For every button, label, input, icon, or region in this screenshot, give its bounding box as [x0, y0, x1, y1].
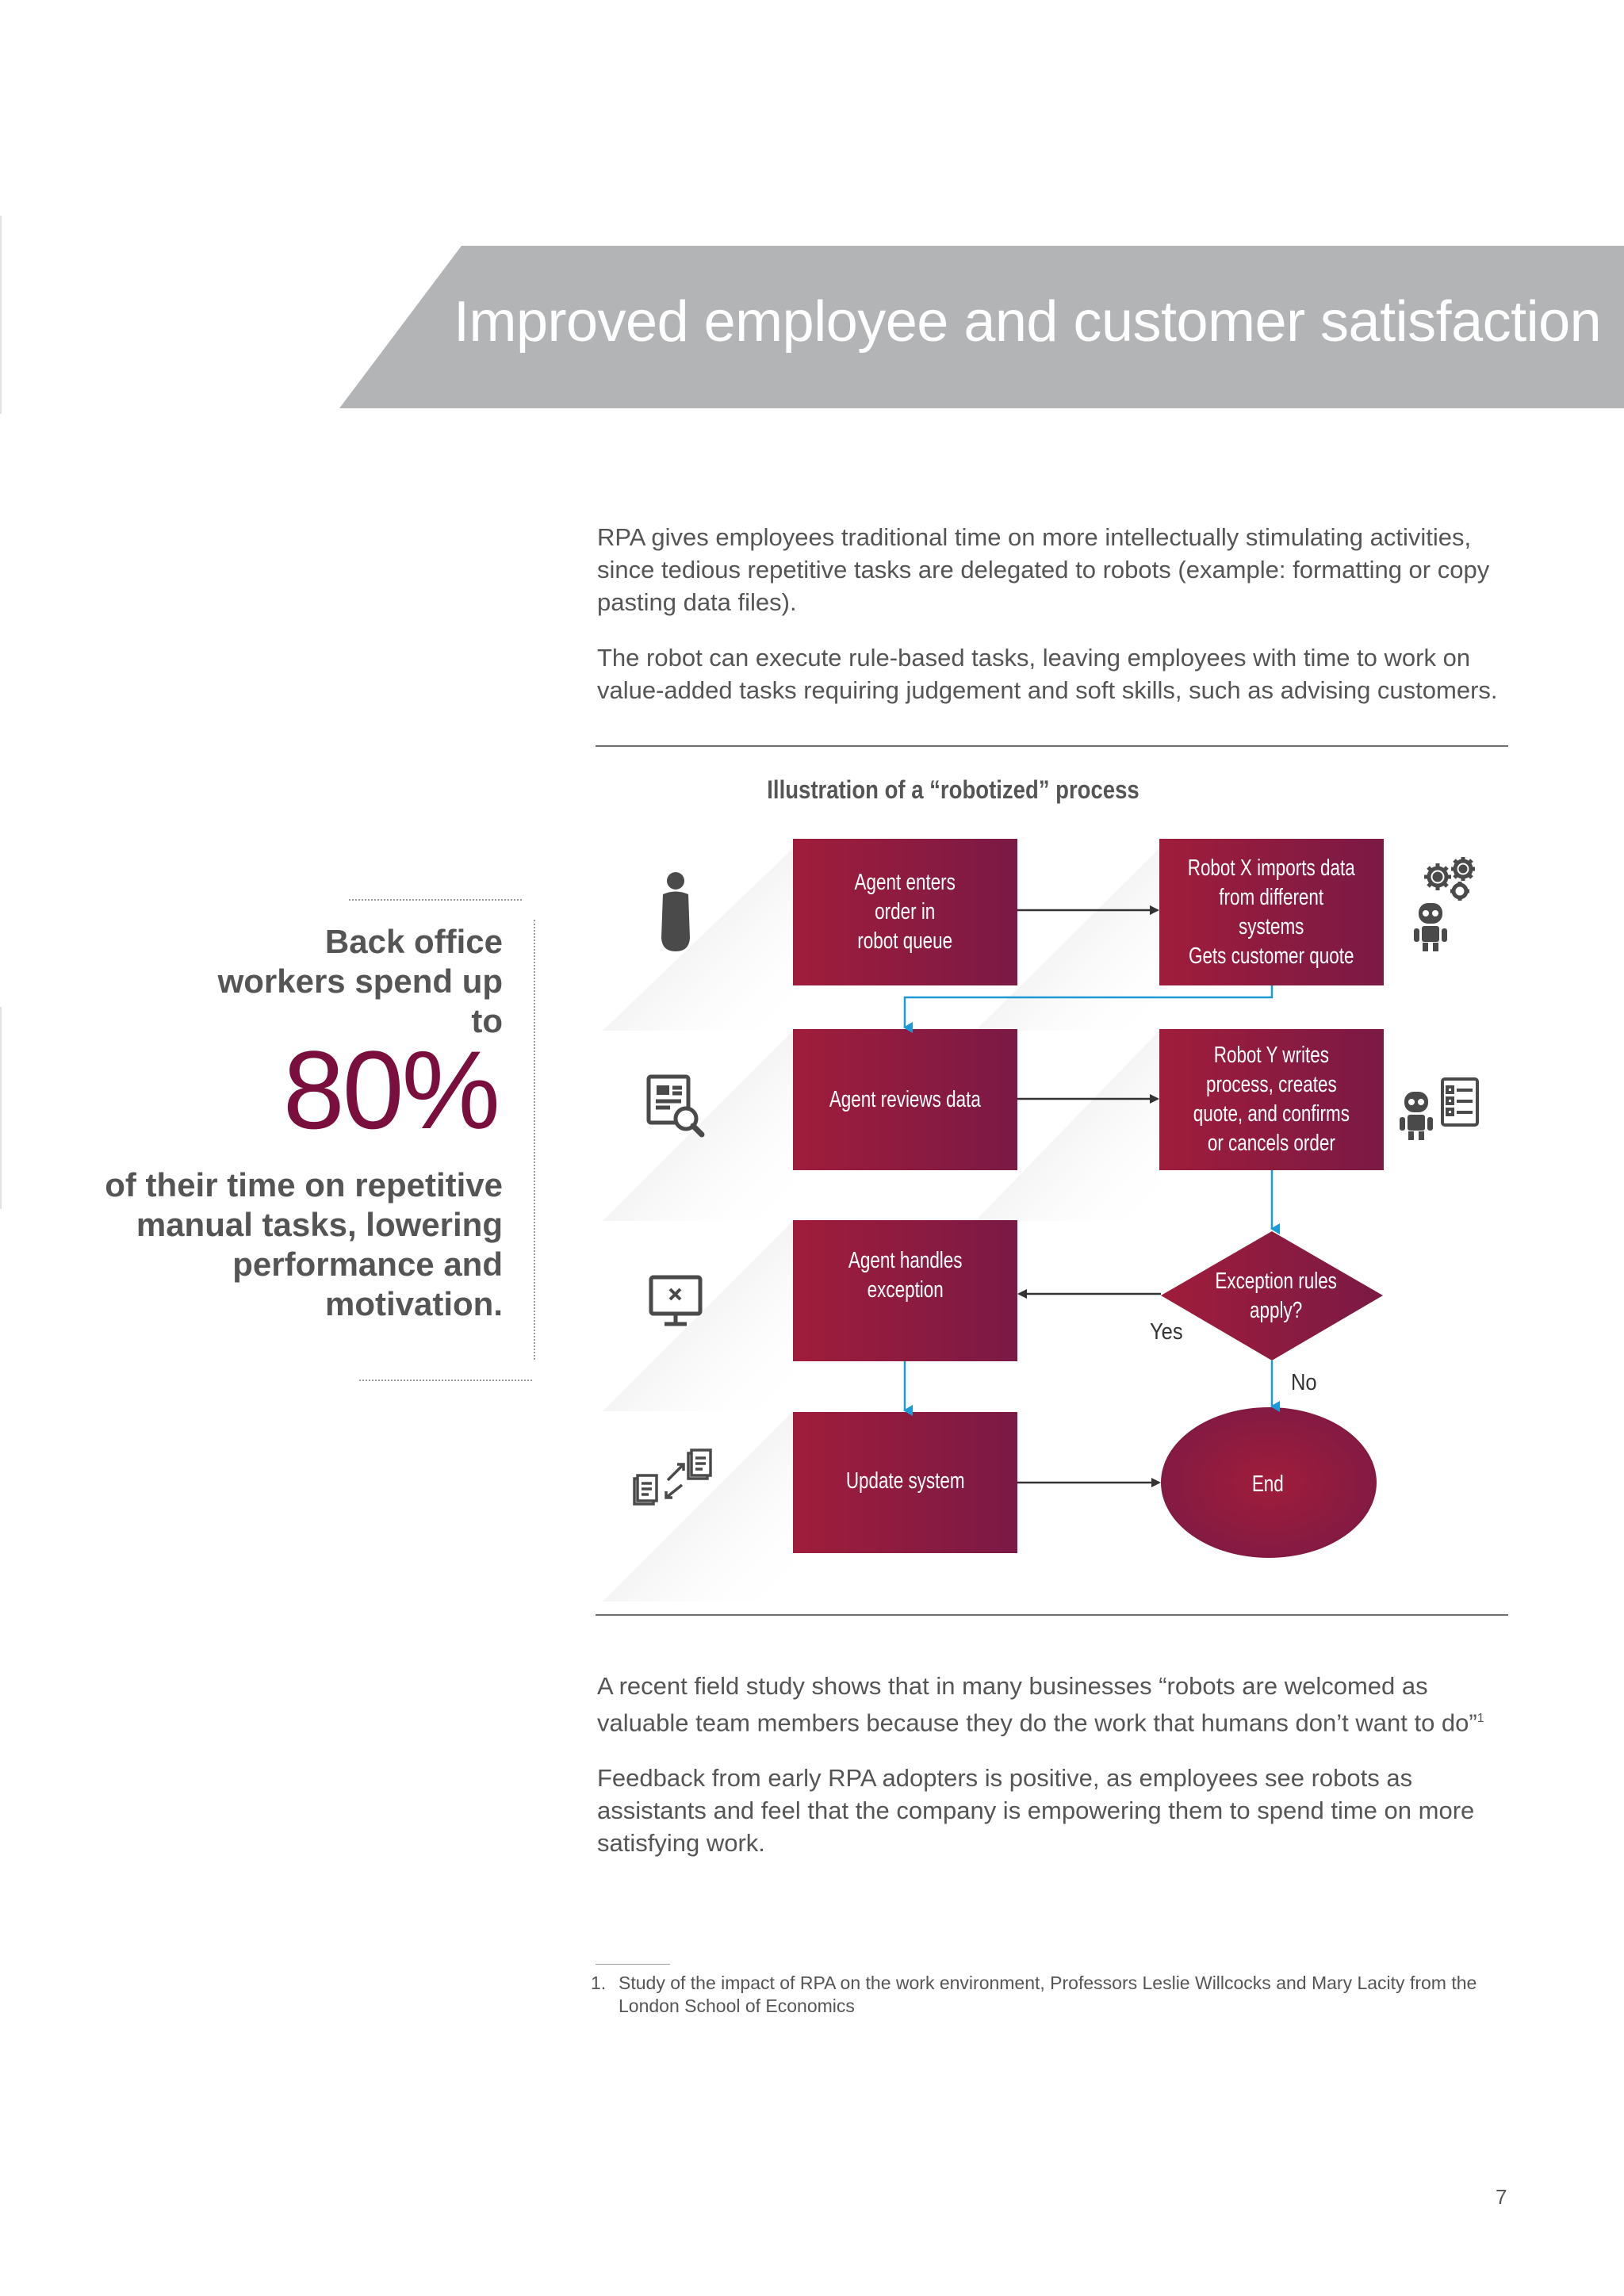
- document-sync-icon: [633, 1448, 712, 1506]
- label-line: Agent reviews data: [829, 1086, 982, 1112]
- divider: [596, 745, 1508, 747]
- document-search-icon: [646, 1074, 705, 1138]
- label-line: order in: [875, 899, 936, 924]
- decision-exception-label: Exception rules apply?: [1169, 1262, 1383, 1330]
- page-number: 7: [1496, 2185, 1507, 2209]
- decision-exception-diamond: [1161, 1231, 1383, 1360]
- label-line: quote, and confirms: [1193, 1101, 1350, 1127]
- robot-checklist-icon: [1400, 1077, 1479, 1140]
- footnote-number: 1.: [591, 1973, 607, 1993]
- step-agent-enters-box: [793, 839, 1017, 985]
- label-line: Gets customer quote: [1189, 943, 1354, 969]
- step-agent-reviews-label: Agent reviews data: [793, 1029, 1017, 1170]
- label-line: systems: [1239, 913, 1304, 939]
- page-title: Improved employee and customer satisfact…: [454, 290, 1602, 354]
- diagram-title: Illustration of a “robotized” process: [767, 775, 1139, 804]
- margin-mark: [0, 216, 2, 414]
- step-robot-x-label: Robot X imports data from different system…: [1159, 839, 1384, 985]
- label-line: Robot Y writes: [1213, 1043, 1330, 1068]
- header-banner: [339, 246, 1624, 408]
- callout-frame-bottom: [359, 1380, 532, 1381]
- intro-paragraph: RPA gives employees traditional time on …: [597, 523, 1490, 616]
- margin-mark: [0, 1007, 2, 1209]
- footnote: 1. Study of the impact of RPA on the wor…: [591, 1972, 1503, 2018]
- callout-frame-top: [349, 899, 522, 901]
- step-end-oval: [1161, 1407, 1377, 1558]
- footnote-rule: [596, 1964, 670, 1965]
- footnote-ref: 1: [1477, 1712, 1484, 1725]
- label-line: End: [1252, 1471, 1284, 1497]
- step-update-system-label: Update system: [793, 1412, 1017, 1550]
- step-update-system-box: [793, 1412, 1017, 1553]
- closing-quote: A recent field study shows that in many …: [597, 1672, 1477, 1737]
- step-robot-y-box: [1159, 1029, 1384, 1170]
- label-line: Agent enters: [854, 870, 956, 895]
- callout-number: 80%: [282, 1027, 500, 1152]
- label-line: Robot X imports data: [1188, 855, 1355, 881]
- callout-lead: Back office workers spend up to: [217, 923, 503, 1039]
- callout-tail: of their time on repetitive manual tasks…: [105, 1166, 503, 1322]
- step-robot-y-label: Robot Y writes process, creates quote, and…: [1159, 1029, 1384, 1170]
- closing-paragraph: Feedback from early RPA adopters is posi…: [597, 1764, 1475, 1858]
- step-agent-enters-label: Agent enters order in robot queue: [793, 839, 1017, 985]
- monitor-error-icon: [649, 1275, 703, 1326]
- label-line: robot queue: [857, 928, 953, 954]
- label-line: from different: [1219, 884, 1324, 910]
- label-line: Update system: [845, 1468, 965, 1494]
- intro-text: RPA gives employees traditional time on …: [597, 521, 1509, 729]
- step-agent-handles-box: [793, 1220, 1017, 1361]
- label-line: process, creates: [1206, 1072, 1337, 1097]
- step-robot-x-box: [1159, 839, 1384, 985]
- connector-arrow-blue: [903, 985, 1274, 1033]
- callout-frame-right: [534, 920, 535, 1360]
- robot-gears-icon: [1414, 857, 1475, 951]
- intro-paragraph: The robot can execute rule-based tasks, …: [597, 644, 1498, 704]
- label-line: exception: [867, 1277, 944, 1303]
- label-line: apply?: [1249, 1298, 1303, 1323]
- no-label: No: [1291, 1370, 1317, 1395]
- footnote-text: Study of the impact of RPA on the work e…: [619, 1973, 1477, 2016]
- person-icon: [661, 872, 690, 951]
- step-end-label: End: [1161, 1445, 1375, 1524]
- label-line: or cancels order: [1207, 1131, 1335, 1156]
- box-shadows: [603, 848, 1159, 1601]
- closing-paragraph: A recent field study shows that in many …: [597, 1670, 1509, 1739]
- label-line: Exception rules: [1215, 1269, 1337, 1294]
- divider: [596, 1614, 1508, 1616]
- label-line: Agent handles: [848, 1248, 963, 1273]
- closing-text: A recent field study shows that in many …: [597, 1670, 1509, 1882]
- step-agent-reviews-box: [793, 1029, 1017, 1170]
- step-agent-handles-label: Agent handles exception: [793, 1220, 1017, 1323]
- yes-label: Yes: [1150, 1319, 1183, 1345]
